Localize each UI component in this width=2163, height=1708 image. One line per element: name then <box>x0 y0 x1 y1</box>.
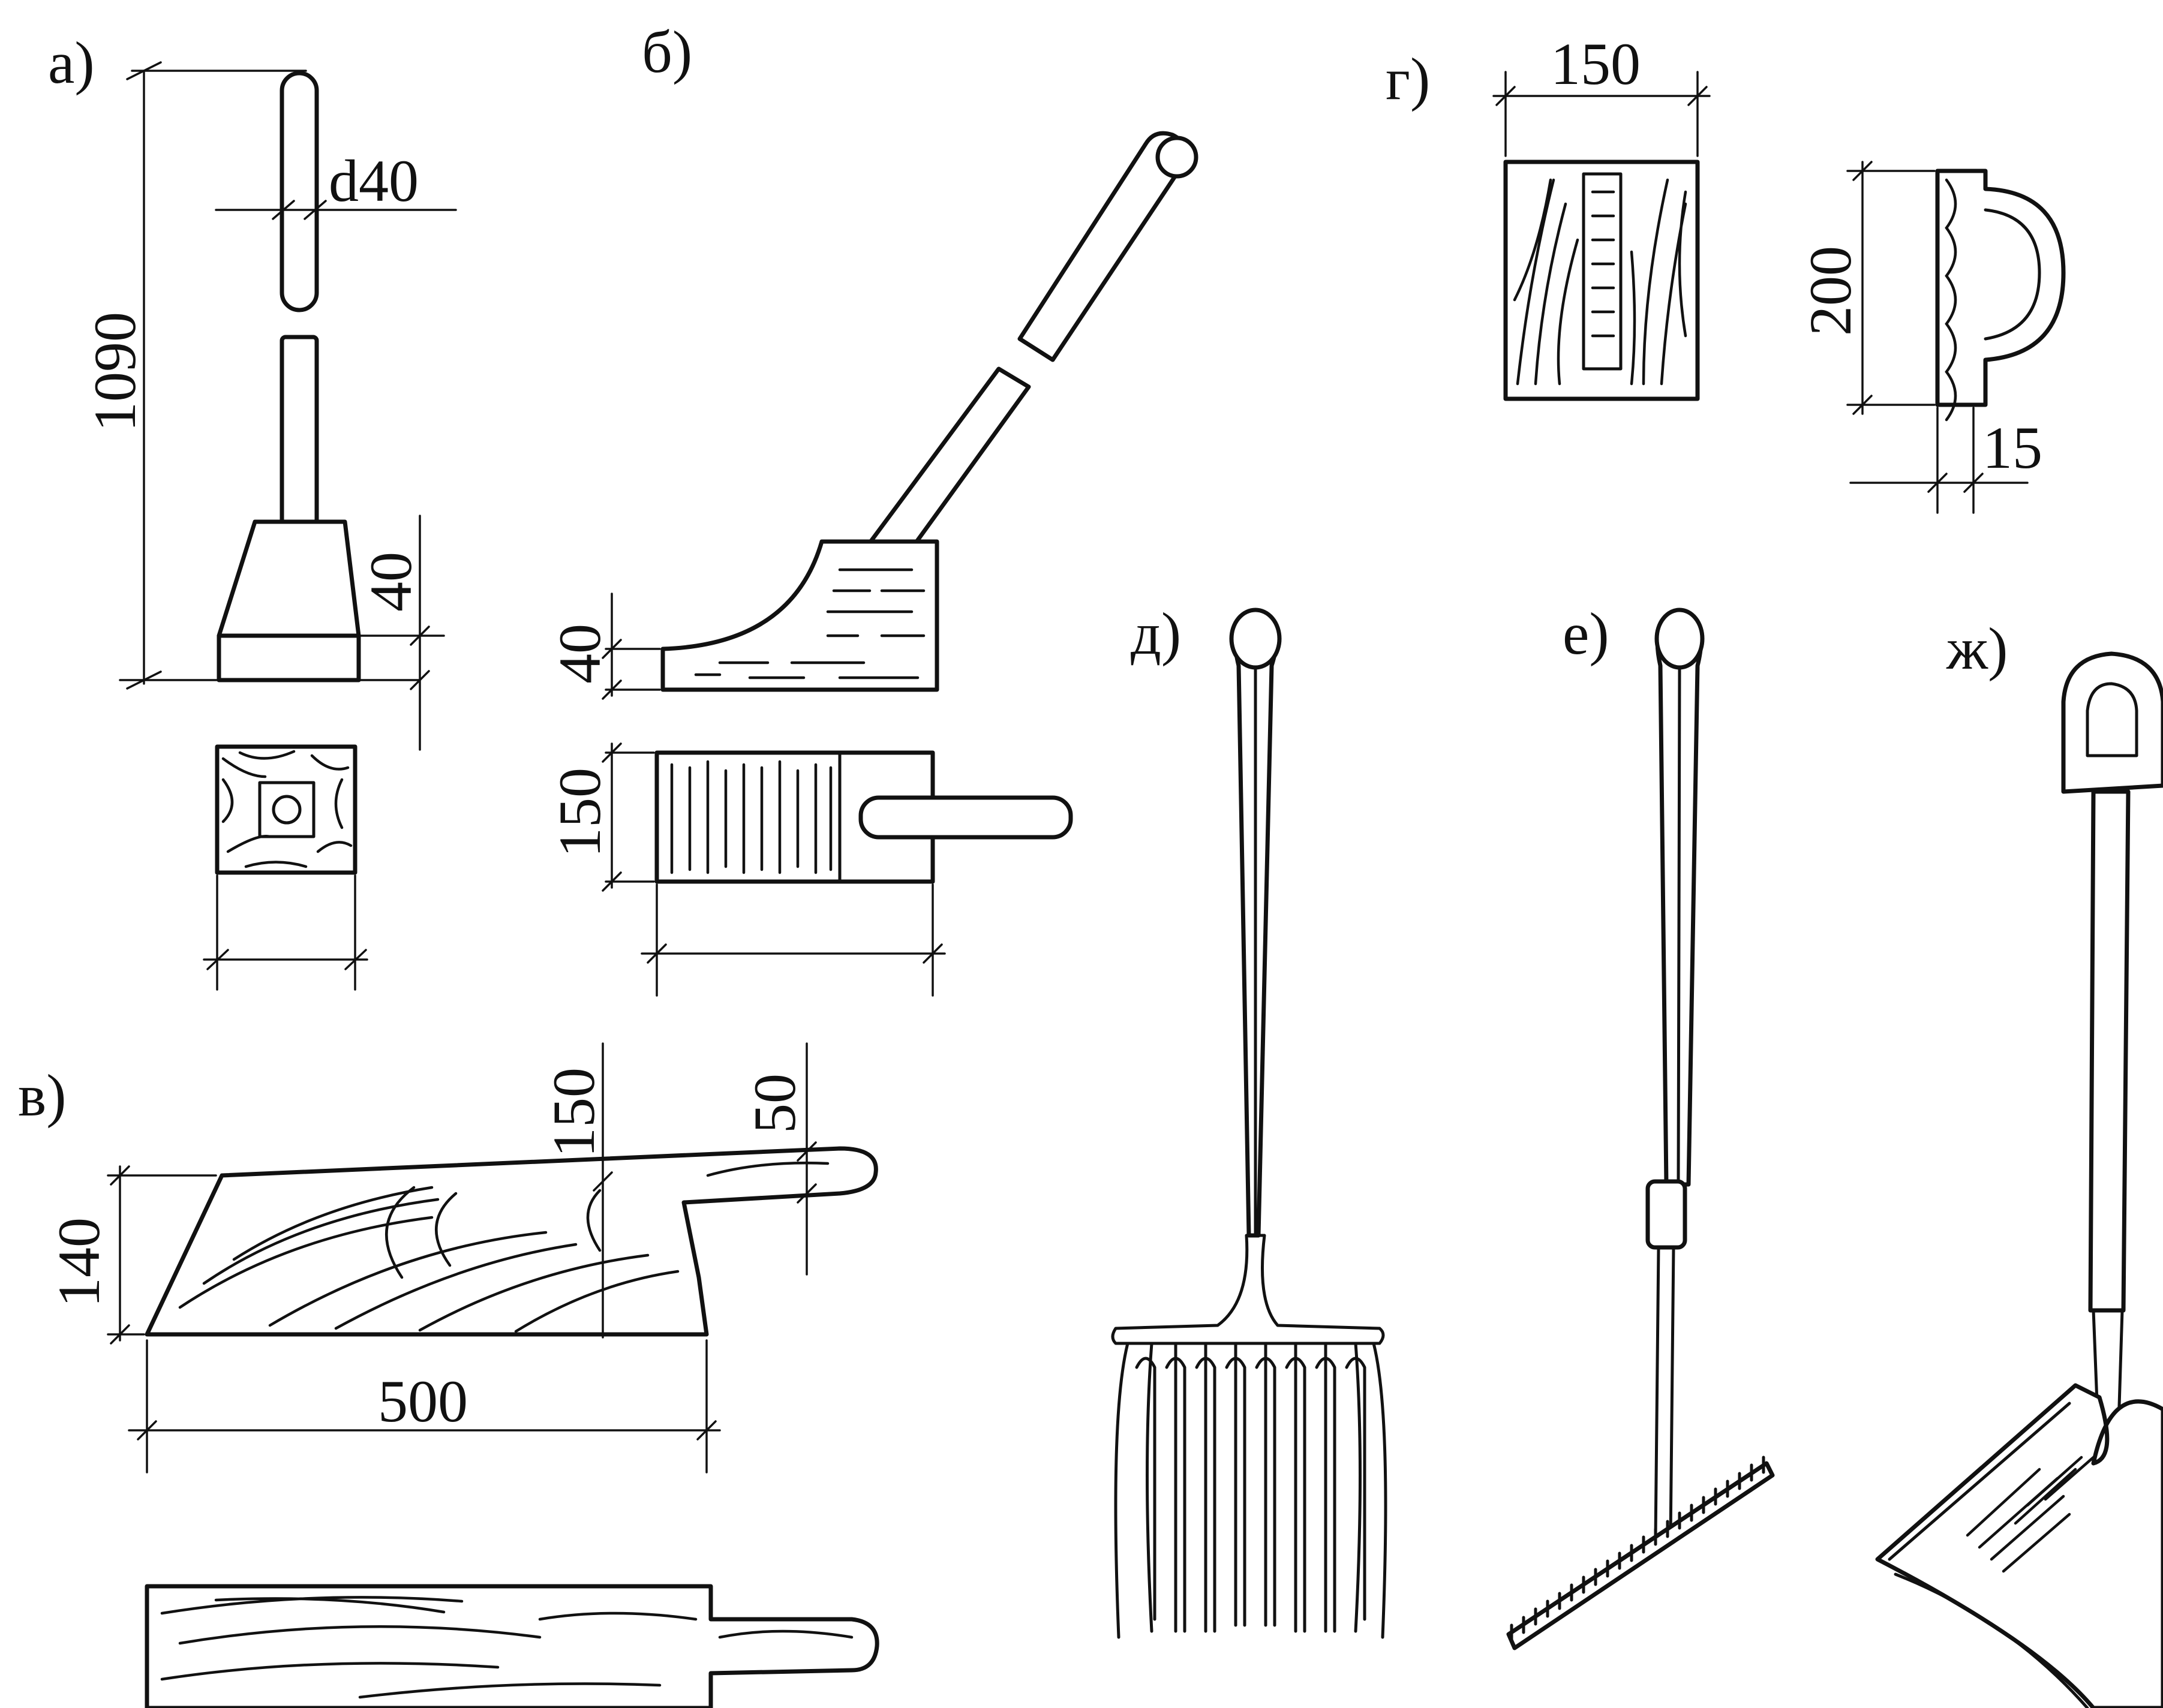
tamper-handle-lower <box>280 335 319 530</box>
label-d: д) <box>1131 600 1181 667</box>
float-v-side <box>145 1146 878 1337</box>
dim-v-handle-dia: 50 <box>741 1073 808 1133</box>
rake-head <box>1506 1461 1775 1650</box>
tool-zh-shovel: ж) <box>1875 615 2163 1708</box>
tamper-plan <box>215 744 358 875</box>
dim-a-base: 40 <box>358 552 424 612</box>
float-v-plan <box>145 1584 879 1708</box>
block-face <box>1503 160 1700 401</box>
tool-b-float: б) 40 150 <box>546 19 1198 997</box>
shovel-grip <box>2061 651 2163 794</box>
dim-b-thickness: 40 <box>546 624 613 684</box>
dim-g-width: 150 <box>1551 31 1641 97</box>
float-body-side <box>660 539 939 692</box>
dim-v-length: 500 <box>378 1368 468 1435</box>
tool-a-tamper: а) 1090 d40 40 <box>48 29 457 991</box>
label-e: е) <box>1563 600 1609 667</box>
label-g: г) <box>1386 46 1430 112</box>
dim-v-handle-pos: 150 <box>540 1068 607 1157</box>
label-b: б) <box>642 19 692 85</box>
tool-d-pitchfork: д) <box>1111 600 1387 1639</box>
tool-v-wooden-float: в) 140 150 50 500 <box>18 1042 879 1708</box>
tamper-head <box>217 519 361 638</box>
float-handle-lower <box>867 366 1031 563</box>
block-profile <box>1935 169 2066 407</box>
dim-g-thickness: 15 <box>1982 414 2042 481</box>
dim-v-height: 140 <box>46 1217 112 1307</box>
dim-a-diameter: d40 <box>329 148 419 214</box>
dim-b-width: 150 <box>546 768 613 858</box>
dim-g-height: 200 <box>1797 246 1864 336</box>
label-zh: ж) <box>1946 615 2008 682</box>
tool-e-rake: е) <box>1506 600 1775 1650</box>
label-a: а) <box>48 29 95 96</box>
dim-a-height: 1090 <box>82 312 148 432</box>
tamper-handle-upper <box>280 71 319 312</box>
float-plan-handle <box>858 795 1073 840</box>
tamper-base <box>217 633 361 682</box>
label-v: в) <box>18 1062 67 1129</box>
shovel-shaft <box>2088 789 2131 1313</box>
tool-g-block: г) 150 200 15 <box>1386 31 2066 514</box>
shovel-blade <box>1875 1383 2163 1708</box>
